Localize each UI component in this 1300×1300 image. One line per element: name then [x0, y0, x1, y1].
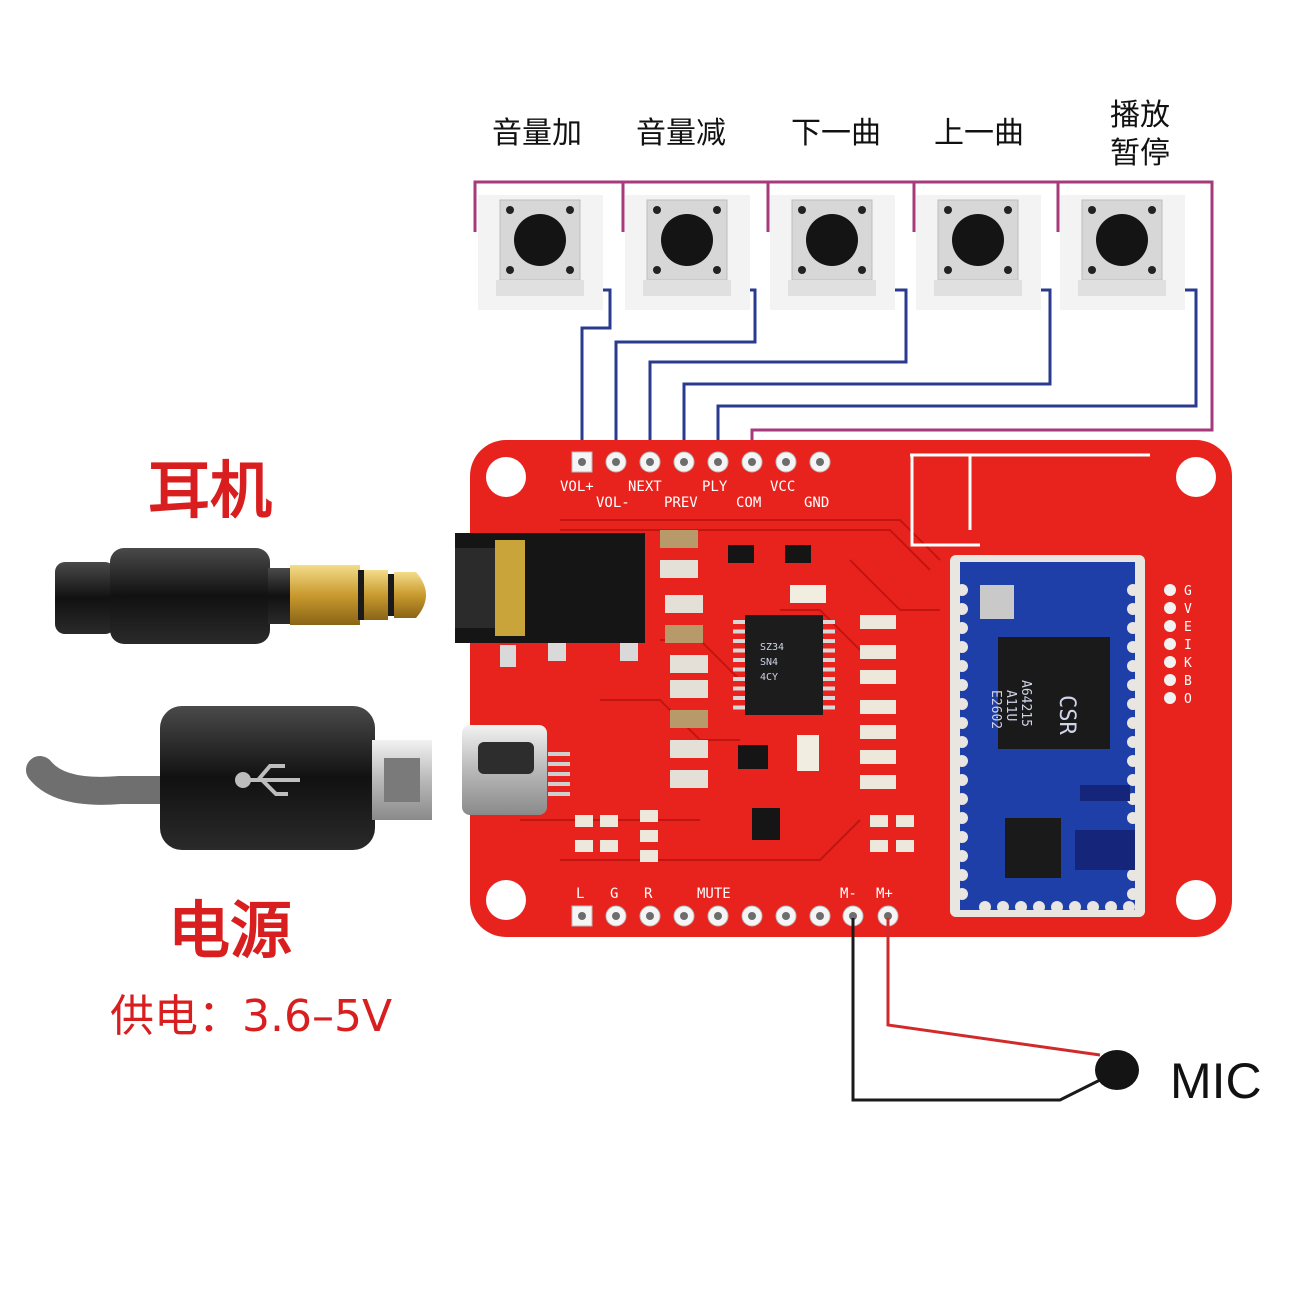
pin-label: COM: [736, 495, 761, 511]
chip-label: CSR: [1054, 695, 1079, 735]
svg-text:SZ34: SZ34: [760, 642, 784, 653]
smd-component: [860, 750, 896, 764]
mount-hole: [1176, 457, 1216, 497]
smd-component: [860, 775, 896, 789]
smd-component: [870, 840, 888, 852]
smd-component: [665, 595, 703, 613]
chip-code: A11U: [1003, 690, 1018, 721]
button-label-prev: 上一曲: [934, 116, 1024, 151]
side-pin-label: E: [1184, 620, 1192, 635]
smd-component: [670, 655, 708, 673]
chip-code: E2602: [988, 690, 1003, 729]
side-pin-label: G: [1184, 584, 1192, 599]
side-pin-label: I: [1184, 638, 1192, 653]
pcb-board: SZ34 SN4 4CY CSR A64215 A11U E2602 GVEIK…: [455, 440, 1232, 937]
pin-label: G: [610, 886, 618, 902]
power-label: 电源: [168, 894, 293, 967]
smd-component: [640, 850, 658, 862]
pin-label: M-: [840, 886, 857, 902]
smd-component: [600, 840, 618, 852]
usb-cable: [26, 706, 432, 850]
smd-component: [860, 700, 896, 714]
smd-component: [896, 840, 914, 852]
supply-voltage-label: 供电：3.6–5V: [110, 991, 393, 1042]
smd-component: [870, 815, 888, 827]
pin-label: VOL-: [596, 495, 630, 511]
pin-label: M+: [876, 886, 893, 902]
smd-component: [670, 680, 708, 698]
pin-label: VOL+: [560, 479, 594, 495]
mount-hole: [486, 457, 526, 497]
csr-chip: [998, 637, 1110, 749]
pin-label: VCC: [770, 479, 795, 495]
headphone-label: 耳机: [148, 454, 273, 527]
pin-label: MUTE: [697, 886, 731, 902]
smd-component: [575, 815, 593, 827]
tact-button: [770, 195, 895, 310]
smd-component: [896, 815, 914, 827]
smd-component: [860, 725, 896, 739]
button-label-vol-down: 音量减: [636, 116, 726, 151]
svg-text:SN4: SN4: [760, 657, 778, 668]
smd-component: [640, 810, 658, 822]
smd-component: [600, 815, 618, 827]
tact-button: [625, 195, 750, 310]
pin-label: NEXT: [628, 479, 662, 495]
microphone: [1095, 1050, 1139, 1090]
smd-component: [670, 770, 708, 788]
side-pin-label: V: [1184, 602, 1192, 617]
mount-hole: [1176, 880, 1216, 920]
svg-text:4CY: 4CY: [760, 672, 778, 683]
tact-button: [478, 195, 603, 310]
smd-component: [660, 560, 698, 578]
tact-buttons: [478, 195, 1185, 310]
pin-label: GND: [804, 495, 829, 511]
pin-label: L: [576, 886, 584, 902]
usb-icon: [235, 764, 300, 796]
side-pin-label: K: [1184, 656, 1192, 671]
smd-component: [575, 840, 593, 852]
common-wire: [473, 180, 1214, 460]
tact-button: [1060, 195, 1185, 310]
pin-label: PREV: [664, 495, 698, 511]
button-label-next: 下一曲: [791, 116, 881, 151]
smd-component: [860, 645, 896, 659]
smd-component: [860, 615, 896, 629]
mic-label: MIC: [1170, 1053, 1262, 1109]
mount-hole: [486, 880, 526, 920]
chip-code: A64215: [1018, 680, 1033, 727]
smd-component: [670, 740, 708, 758]
pin-label: PLY: [702, 479, 728, 495]
smd-component: [665, 625, 703, 643]
smd-component: [640, 830, 658, 842]
button-label-vol-up: 音量加: [492, 116, 582, 151]
amplifier-chip: [745, 615, 823, 715]
mic-wires: [851, 918, 1121, 1102]
tact-button: [916, 195, 1041, 310]
smd-component: [660, 530, 698, 548]
smd-component: [670, 710, 708, 728]
headphone-plug: [55, 548, 426, 644]
smd-component: [860, 670, 896, 684]
signal-wires: [580, 288, 1198, 462]
button-label-play-pause: 播放 暂停: [1110, 98, 1170, 171]
side-pin-label: B: [1184, 674, 1192, 689]
side-pin-label: O: [1184, 692, 1192, 707]
pin-label: R: [644, 886, 653, 902]
